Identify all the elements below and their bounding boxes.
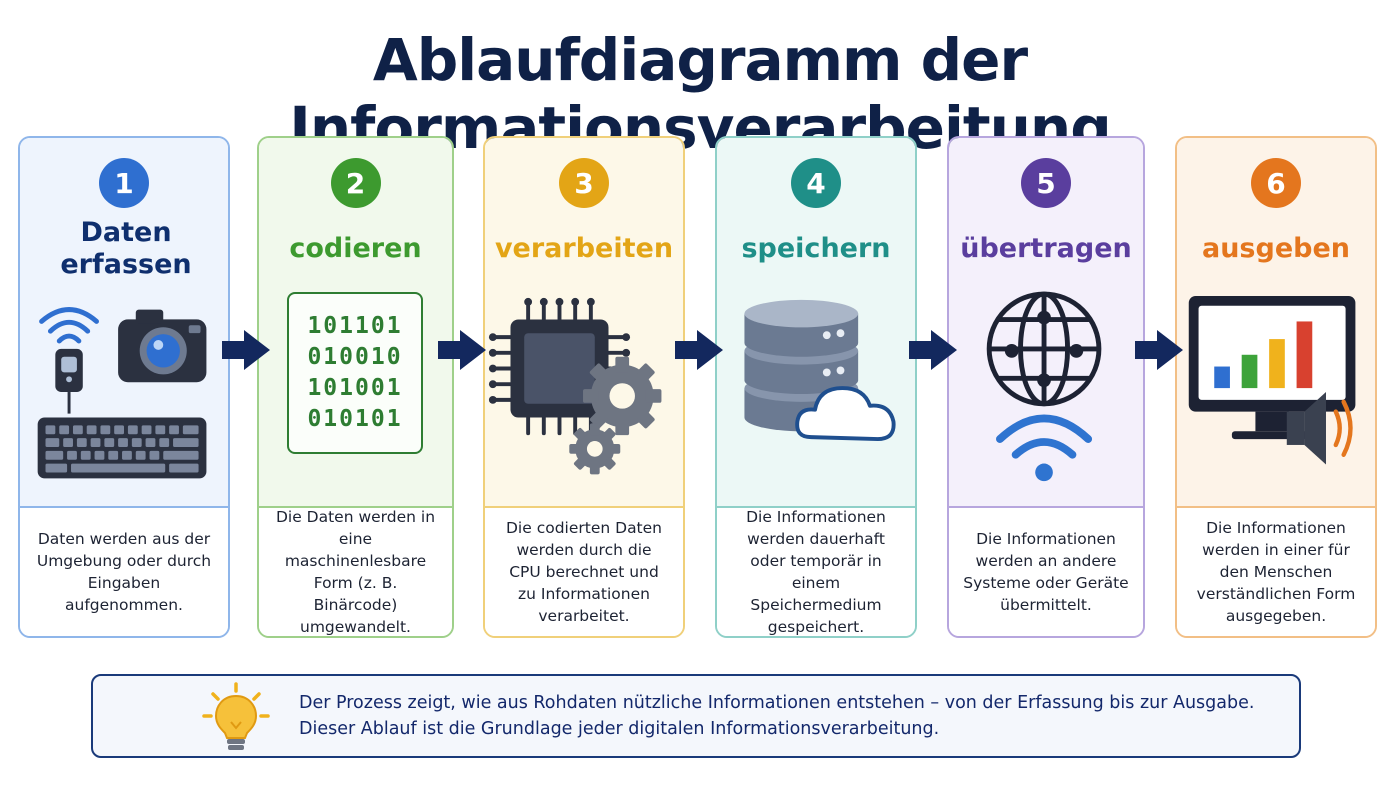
note-line: Dieser Ablauf ist die Grundlage jeder di… [299, 719, 940, 739]
step-description: Die Informationen werden dauerhaft oder … [746, 508, 886, 636]
step-number-badge: 1 [99, 158, 149, 208]
step-description: Die codierten Daten werden durch die CPU… [506, 519, 662, 625]
step-label: speichern [741, 233, 891, 264]
step-description-box: Die codierten Daten werden durch die CPU… [485, 506, 683, 636]
speaker-icon [1286, 392, 1353, 465]
flow-arrow-icon [1135, 330, 1183, 370]
sensor-icon [55, 348, 83, 414]
step-description: Daten werden aus der Umgebung oder durch… [36, 530, 212, 614]
step-card-1: 1 Daten erfassen [18, 136, 230, 638]
step-description: Die Informationen werden in einer für de… [1196, 519, 1356, 625]
step-description-box: Die Informationen werden in einer für de… [1177, 506, 1375, 636]
step-number-badge: 3 [559, 158, 609, 208]
note-line: Der Prozess zeigt, wie aus Rohdaten nütz… [299, 693, 1255, 713]
step-card-header: 1 Daten erfassen [20, 138, 228, 506]
wifi-icon [996, 414, 1093, 459]
step-card-5: 5 übertragen Die In [947, 136, 1145, 638]
data-capture-illustration [37, 307, 207, 479]
step-card-header: 4 speichern [717, 138, 915, 506]
binary-line: 101001 [307, 375, 403, 401]
step-number-badge: 2 [330, 158, 381, 208]
binary-line: 010101 [307, 406, 403, 432]
step-card-header: 3 verarbeiten [485, 138, 683, 506]
monitor-chart-icon [1188, 295, 1356, 440]
binary-line: 101101 [307, 313, 403, 339]
step-card-6: 6 ausgeben Die Inf [1175, 136, 1377, 638]
step-label: übertragen [960, 233, 1132, 264]
step-card-header: 2 codieren 101101 010010 101001 010101 [259, 138, 452, 506]
wifi-dot [1035, 463, 1053, 482]
keyboard-icon [37, 417, 207, 479]
step-description-box: Die Informationen werden dauerhaft oder … [717, 506, 915, 636]
step-card-header: 6 ausgeben [1177, 138, 1375, 506]
output-illustration [1188, 295, 1356, 465]
camera-icon [118, 309, 207, 383]
binary-code-icon: 101101 010010 101001 010101 [287, 292, 423, 454]
network-node [1004, 310, 1084, 388]
step-number-badge: 4 [791, 158, 841, 208]
transmission-illustration [986, 291, 1102, 482]
flow-arrow-icon [438, 330, 486, 370]
step-card-2: 2 codieren 101101 010010 101001 010101 D… [257, 136, 454, 638]
binary-line: 010010 [307, 344, 403, 370]
step-label: ausgeben [1201, 233, 1350, 264]
flow-arrow-icon [909, 330, 957, 370]
step-description: Die Informationen werden an andere Syste… [963, 530, 1129, 614]
gear-icon [569, 356, 662, 475]
step-card-4: 4 speichern Die Informationen werd [715, 136, 917, 638]
step-card-3: 3 verarbeiten [483, 136, 685, 638]
page-title: Ablaufdiagramm der Informationsverarbeit… [289, 26, 1111, 162]
summary-note: Der Prozess zeigt, wie aus Rohdaten nütz… [91, 674, 1301, 758]
step-description-box: Die Informationen werden an andere Syste… [949, 506, 1143, 636]
step-number-badge: 6 [1251, 158, 1301, 208]
storage-illustration [744, 299, 896, 442]
database-icon [744, 299, 859, 432]
note-text: Der Prozess zeigt, wie aus Rohdaten nütz… [299, 690, 1279, 742]
step-description: Die Daten werden in eine maschinenlesbar… [275, 508, 436, 636]
step-label: codieren [289, 233, 422, 264]
cloud-icon [795, 386, 896, 442]
step-description-box: Die Daten werden in eine maschinenlesbar… [259, 506, 452, 636]
step-label: Daten erfassen [60, 217, 192, 280]
step-description-box: Daten werden aus der Umgebung oder durch… [20, 506, 228, 636]
processing-illustration [488, 297, 662, 475]
lightbulb-icon [202, 682, 270, 750]
step-card-header: 5 übertragen [949, 138, 1143, 506]
wifi-icon [39, 307, 99, 344]
flow-arrow-icon [222, 330, 270, 370]
step-label: verarbeiten [494, 233, 674, 264]
step-number-badge: 5 [1021, 158, 1071, 208]
flow-arrow-icon [675, 330, 723, 370]
